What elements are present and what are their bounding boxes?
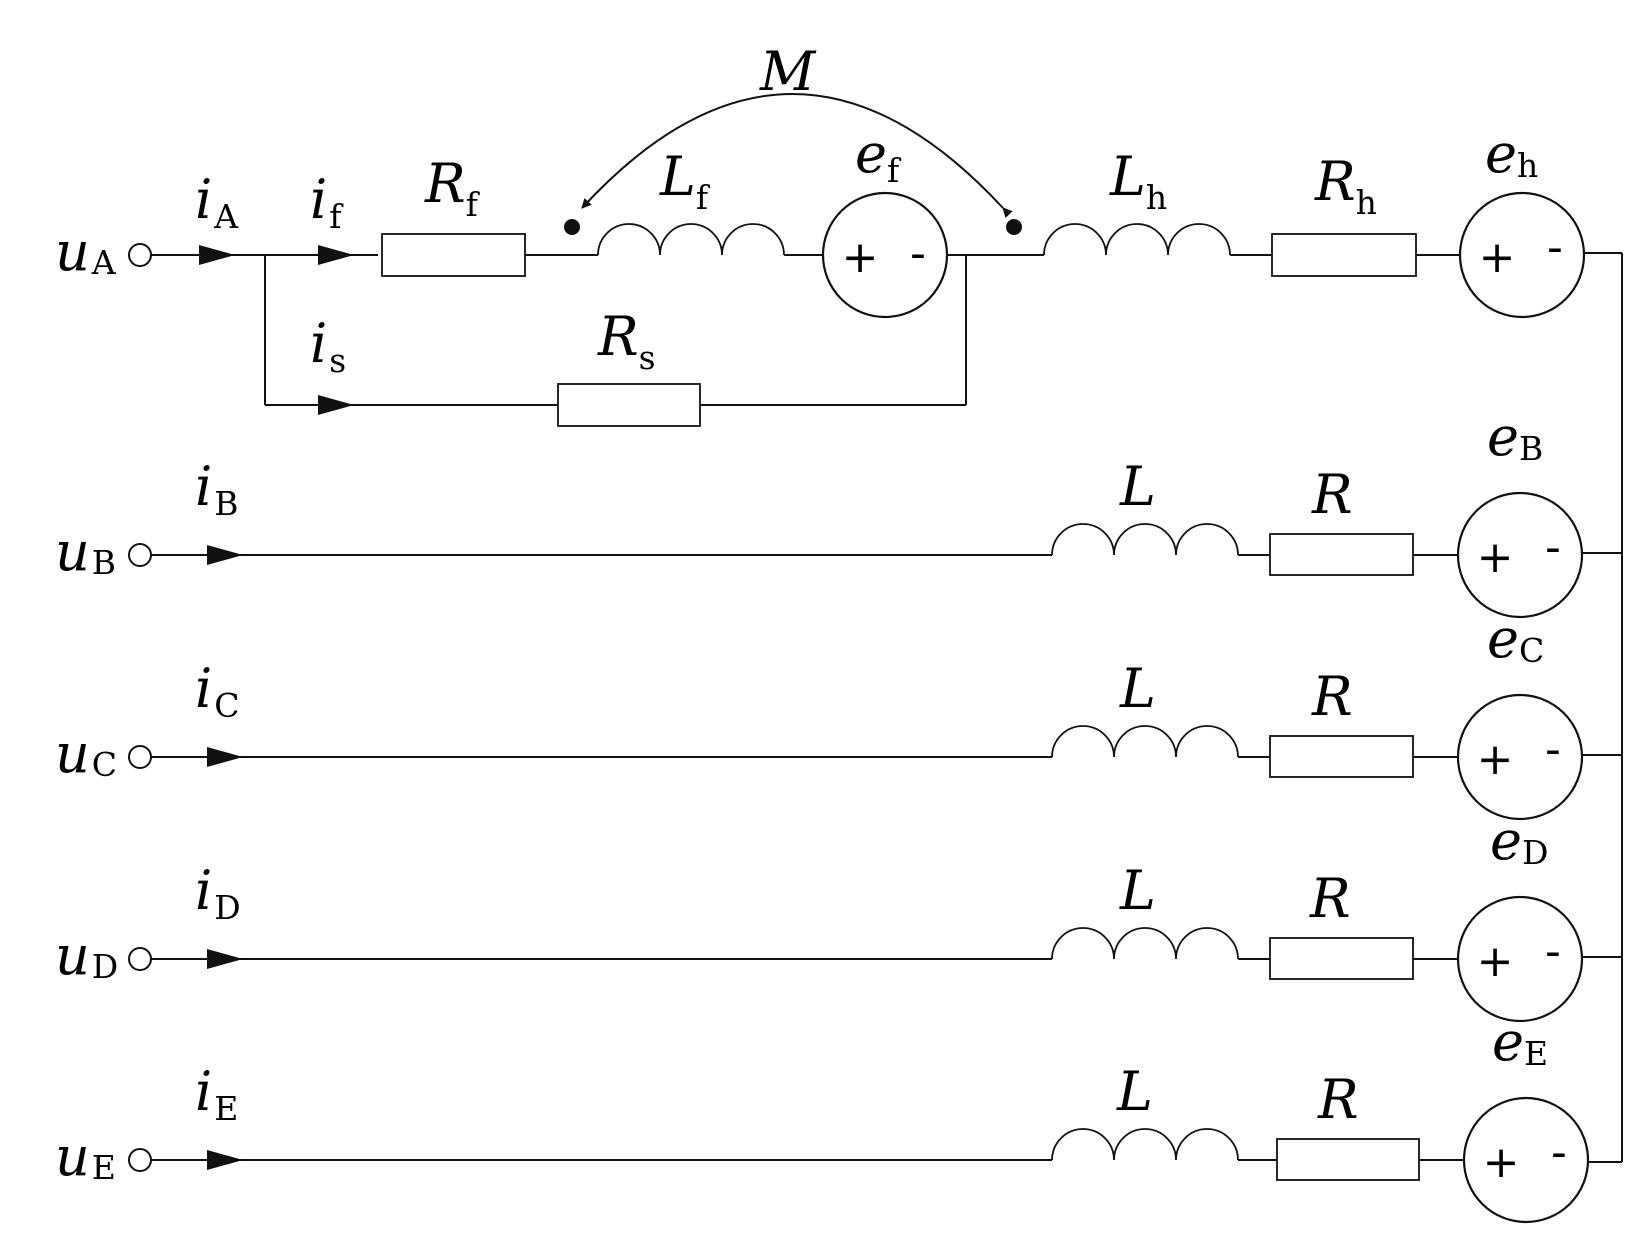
source-ed [1456,895,1584,1023]
inductor-lb [1051,523,1239,556]
label-ec: eC [1487,607,1544,670]
label-lb: L [1119,455,1156,518]
plus-sign: + [1477,734,1514,785]
label-re: R [1317,1068,1359,1131]
terminal-e [128,1148,152,1172]
label-ed: eD [1490,809,1548,872]
label-uc: uC [55,722,117,785]
phase-a-branch [128,93,1622,427]
label-eh: eh [1485,122,1538,185]
label-lc: L [1119,657,1156,720]
current-arrow-ie [207,1150,243,1170]
label-le: L [1116,1060,1153,1123]
current-arrow-ia [199,245,235,265]
label-rd: R [1309,867,1351,930]
label-ib: iB [195,455,239,523]
label-is: is [310,312,346,380]
label-ld: L [1119,859,1156,922]
label-ud: uD [55,924,118,987]
label-mutual-m: M [759,40,817,103]
label-ef: ef [855,122,902,190]
source-eb [1456,491,1584,619]
label-lf: Lf [659,145,711,217]
plus-sign: + [1477,936,1514,987]
inductor-lh [1043,223,1231,256]
current-arrow-if [318,245,354,265]
polarity-dot-lf [564,219,580,235]
current-arrow-is [318,395,354,415]
label-eb: eB [1487,405,1543,468]
terminal-c [128,745,152,769]
minus-sign: - [1545,926,1561,977]
current-arrow-id [207,949,243,969]
source-signs: + - + - + - + - + - + - [842,222,1567,1188]
resistor-rs [557,383,701,427]
plus-sign: + [1479,232,1516,283]
inductor-le [1051,1128,1239,1161]
phase-c-branch [128,693,1622,821]
phase-b-branch [128,491,1622,619]
label-ic: iC [195,657,240,725]
minus-sign: - [1545,724,1561,775]
current-arrow-ic [207,747,243,767]
source-ee [1462,1096,1590,1224]
resistor-rb [1269,533,1414,576]
resistor-rd [1269,937,1414,980]
inductor-ld [1051,927,1239,960]
mutual-inductance-arc [581,93,1013,219]
plus-sign: + [1477,532,1514,583]
label-rh: Rh [1314,150,1377,222]
label-ia: iA [195,168,239,236]
terminal-d [128,947,152,971]
label-id: iD [195,859,241,927]
label-ub: uB [55,520,116,583]
resistor-re [1276,1138,1420,1181]
label-rb: R [1311,463,1353,526]
terminal-b [128,543,152,567]
current-arrow-ib [207,545,243,565]
minus-sign: - [1545,522,1561,573]
label-if: if [310,168,344,236]
phase-e-branch [128,1096,1622,1224]
minus-sign: - [910,228,926,279]
resistor-rc [1269,735,1414,778]
label-lh: Lh [1109,145,1167,217]
label-ue: uE [55,1125,116,1188]
polarity-dot-lh [1006,219,1022,235]
component-labels: M uA iA if is Rf Lf ef Rs Lh Rh eh uB iB… [55,40,1548,1188]
resistor-rf [381,233,526,277]
plus-sign: + [842,232,879,283]
minus-sign: - [1551,1127,1567,1178]
plus-sign: + [1483,1137,1520,1188]
label-rf: Rf [424,152,481,224]
label-rc: R [1311,665,1353,728]
source-eh [1458,191,1586,319]
label-rs: Rs [597,305,656,377]
source-ec [1456,693,1584,821]
minus-sign: - [1547,222,1563,273]
terminal-a [128,243,152,267]
resistor-rh [1271,233,1417,277]
inductor-lc [1051,725,1239,758]
label-ee: eE [1492,1010,1548,1073]
label-ua: uA [55,220,117,283]
inductor-lf [597,223,785,256]
label-ie: iE [195,1060,238,1128]
phase-d-branch [128,895,1622,1023]
